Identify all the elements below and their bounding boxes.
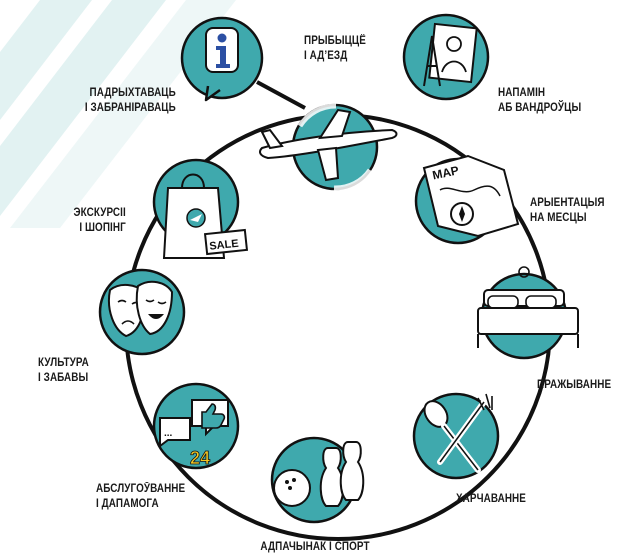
- label-orient: АРЫЕНТАЦЫЯ НА МЕСЦЫ: [530, 197, 605, 224]
- bowling-icon: [273, 441, 365, 507]
- sale-tag-label: SALE: [209, 238, 239, 253]
- label-sport: АДПАЧЫНАК І СПОРТ: [260, 541, 370, 553]
- label-food: ХАРЧАВАННЕ: [456, 493, 526, 505]
- stage-stay: [477, 266, 579, 360]
- info-icon: [205, 27, 239, 73]
- hours-24-label: 24: [190, 448, 210, 468]
- stage-service: ... 24: [152, 382, 240, 470]
- stage-shopping: SALE: [152, 158, 249, 259]
- postcard-icon: [423, 22, 478, 87]
- stage-arrival: [259, 103, 398, 191]
- stage-orient: [414, 154, 520, 245]
- label-stay: ПРАЖЫВАННЕ: [537, 379, 612, 391]
- stage-memory: [402, 13, 490, 101]
- background-stripes: [0, 0, 236, 228]
- label-shopping: ЭКСКУРСІІ І ШОПІНГ: [73, 207, 126, 234]
- theater-masks-icon: [108, 280, 174, 338]
- stage-food: [412, 392, 500, 480]
- bed-icon: [477, 266, 579, 348]
- label-culture: КУЛЬТУРА І ЗАБАВЫ: [38, 357, 89, 384]
- thumbs-up-24-icon: ... 24: [159, 399, 229, 468]
- airplane-icon: [259, 108, 398, 182]
- spoon-fork-icon: [423, 393, 493, 473]
- label-memory: НАПАМІН АБ ВАНДРОЎЦЫ: [498, 87, 582, 114]
- map-icon: [422, 154, 520, 238]
- info-connector: [256, 80, 306, 110]
- stage-prepare: [180, 16, 264, 102]
- stage-sport: [270, 436, 365, 524]
- label-service: АБСЛУГОЎВАННЕ І ДАПАМОГА: [96, 483, 186, 510]
- label-prepare: ПАДРЫХТАВАЦЬ І ЗАБРАНІРАВАЦЬ: [85, 87, 176, 114]
- stage-culture: [98, 268, 186, 356]
- shopping-bag-icon: SALE: [162, 173, 249, 259]
- svg-text:...: ...: [164, 428, 173, 439]
- label-arrival: ПРЫБЫЦЦЁ І АД’ЕЗД: [304, 35, 366, 62]
- map-label: MAP: [431, 163, 460, 182]
